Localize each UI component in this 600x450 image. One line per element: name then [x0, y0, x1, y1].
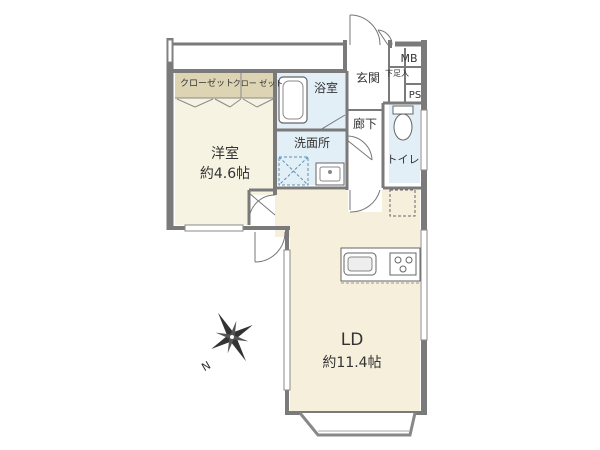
western-room-size: 約4.6帖	[200, 166, 250, 182]
bathtub	[278, 76, 308, 124]
ld-floor	[275, 190, 420, 412]
entrance-label: 玄関	[356, 70, 380, 85]
ld-size: 約11.4帖	[322, 355, 381, 371]
washing-machine-space	[278, 156, 309, 186]
window-western-top	[167, 39, 173, 63]
shoe-box-label: 下足入	[385, 69, 409, 78]
window-ld-right	[420, 229, 428, 341]
compass-rose	[211, 312, 253, 362]
ps-label: PS	[409, 90, 421, 101]
closet-small-label: クロー ゼット	[233, 78, 284, 88]
closet-label: クローゼット	[180, 77, 234, 89]
compass-north-label: N	[199, 359, 213, 374]
washroom-label: 洗面所	[294, 136, 330, 150]
western-room-name: 洋室	[211, 145, 239, 162]
doors	[248, 14, 393, 263]
toilet-label: トイレ	[387, 153, 420, 166]
window-ld-left	[283, 249, 291, 391]
window-western-bottom	[184, 224, 244, 232]
fridge-space	[389, 189, 416, 217]
kitchen-counter	[340, 247, 421, 284]
western-room-floor	[175, 73, 275, 225]
hallway-label: 廊下	[353, 116, 377, 131]
closet-area	[175, 73, 275, 98]
bath-label: 浴室	[314, 80, 338, 95]
ld-name: LD	[341, 330, 364, 350]
windows	[167, 39, 428, 437]
mb-label: MB	[400, 52, 417, 65]
bay-window	[298, 412, 417, 437]
closet-shelves	[175, 73, 275, 108]
toilet-fixture	[392, 105, 414, 141]
window-toilet	[420, 109, 428, 171]
washbasin	[315, 162, 345, 186]
